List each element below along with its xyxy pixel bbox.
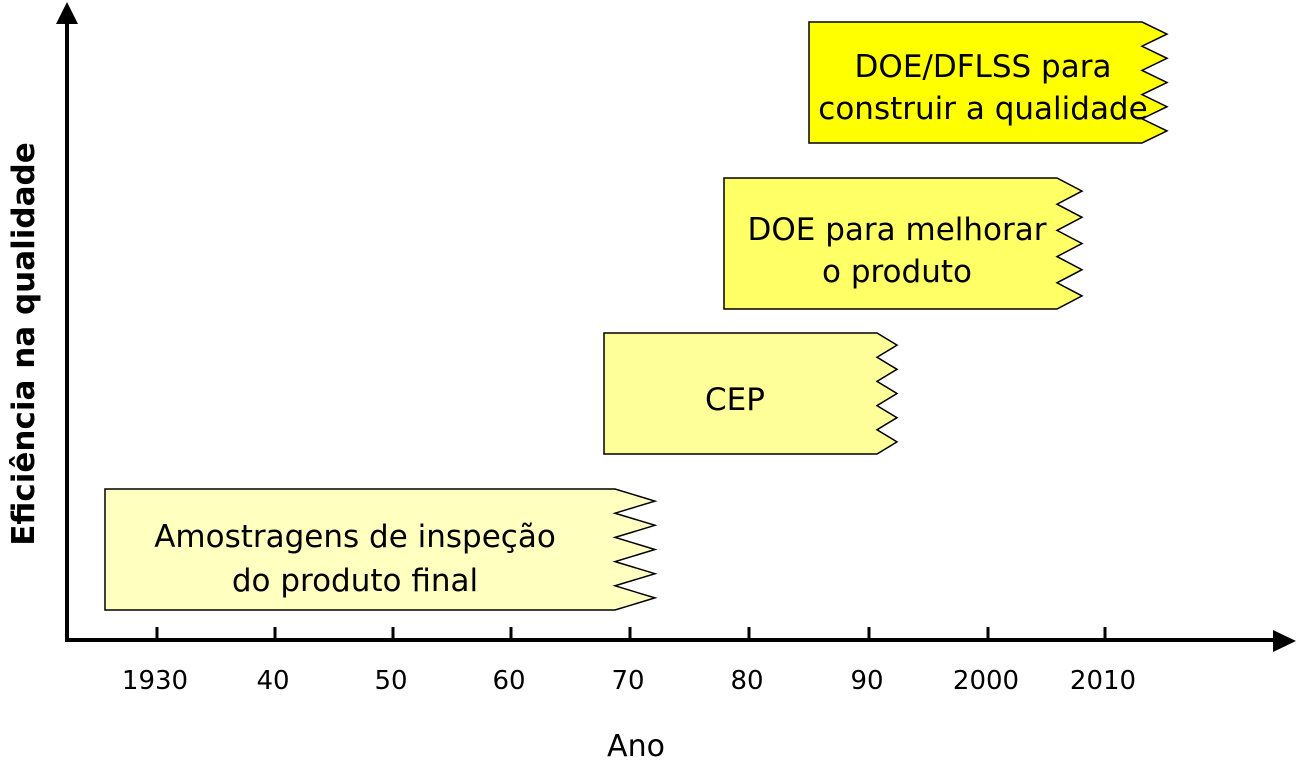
- stage-label-line: CEP: [705, 382, 765, 418]
- x-axis-tick-labels: 1930 40 50 60 70 80 90 2000 2010: [122, 666, 1136, 696]
- stage-box-shape: [603, 332, 899, 455]
- stage-box-shape: [104, 488, 658, 611]
- stage-box: Amostragens de inspeção do produto final: [104, 488, 658, 611]
- x-tick-label: 2000: [953, 666, 1019, 696]
- stage-box: CEP: [603, 332, 899, 455]
- x-tick-label: 2010: [1070, 666, 1136, 696]
- x-tick-label: 50: [374, 666, 407, 696]
- x-tick-label: 40: [256, 666, 289, 696]
- x-tick-label: 60: [492, 666, 525, 696]
- stage-label-line: DOE para melhorar: [748, 212, 1047, 248]
- stage-label-line: DOE/DFLSS para: [855, 49, 1112, 85]
- x-tick-label: 80: [730, 666, 763, 696]
- stage-box-shape: [808, 21, 1169, 144]
- stage-label-line: Amostragens de inspeção: [154, 519, 556, 555]
- x-axis-ticks: [155, 627, 1107, 640]
- stage-boxes: Amostragens de inspeção do produto final C…: [104, 21, 1169, 611]
- stage-label-line: construir a qualidade: [818, 91, 1147, 127]
- x-tick-label: 1930: [122, 666, 188, 696]
- x-tick-label: 70: [611, 666, 644, 696]
- y-axis-title: Eficiência na qualidade: [6, 142, 42, 546]
- stage-box: DOE para melhorar o produto: [723, 177, 1084, 310]
- stage-box: DOE/DFLSS para construir a qualidade: [808, 21, 1169, 144]
- x-tick-label: 90: [850, 666, 883, 696]
- stage-label-line: o produto: [822, 254, 972, 290]
- stage-label-line: do produto final: [232, 563, 478, 599]
- stage-box-shape: [723, 177, 1084, 310]
- x-axis-title: Ano: [607, 729, 665, 764]
- y-axis-arrowhead: [56, 2, 78, 24]
- x-axis-arrowhead: [1273, 630, 1296, 652]
